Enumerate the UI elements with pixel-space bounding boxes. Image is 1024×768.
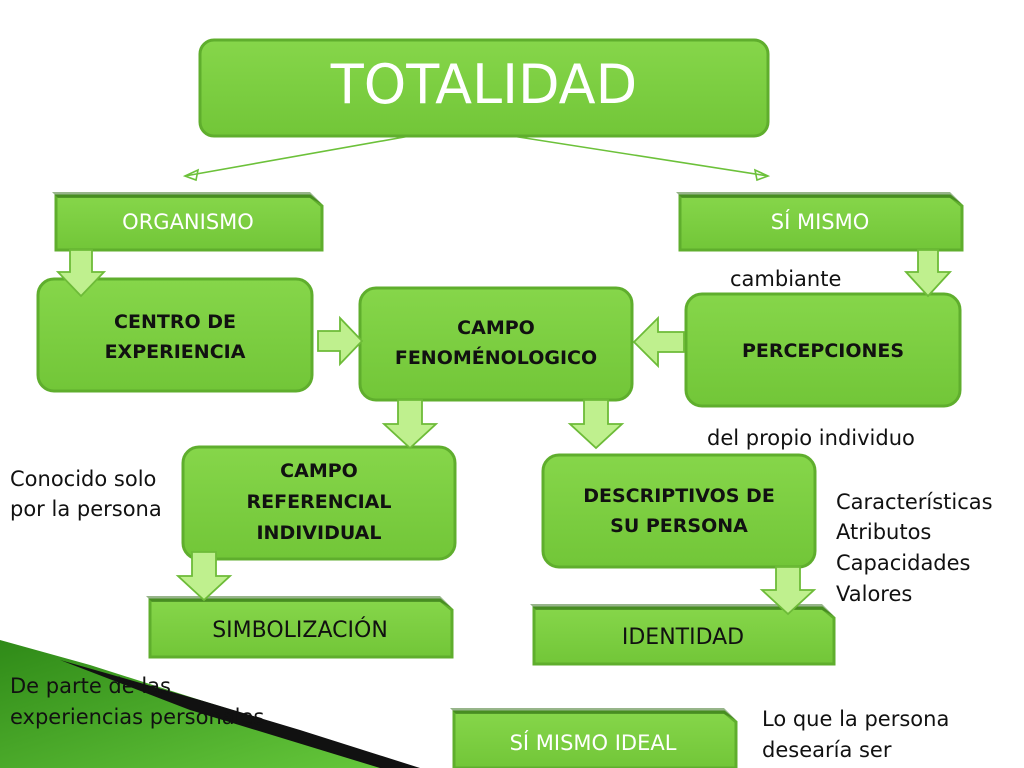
arrow-descriptivos-to-identidad <box>759 566 817 616</box>
note-del-propio-individuo: del propio individuo <box>707 426 915 450</box>
note-de-parte-1: De parte de las <box>10 674 171 698</box>
node-percepciones: PERCEPCIONES <box>684 292 962 408</box>
arrow-percepciones-to-campo-fen <box>632 315 685 369</box>
node-campo-ref-label-1: CAMPO <box>280 460 358 482</box>
note-cambiante: cambiante <box>730 267 841 291</box>
note-lo-que-1: Lo que la persona <box>762 707 949 731</box>
node-si-mismo-ideal: SÍ MISMO IDEAL <box>450 708 738 768</box>
node-si-mismo-ideal-label: SÍ MISMO IDEAL <box>510 730 677 755</box>
node-totalidad: TOTALIDAD <box>198 38 770 138</box>
connector-to-organismo <box>184 135 411 177</box>
node-campo-referencial-individual: CAMPO REFERENCIAL INDIVIDUAL <box>181 445 457 561</box>
node-organismo: ORGANISMO <box>52 192 324 252</box>
node-campo-fen-label-1: CAMPO <box>457 317 535 339</box>
note-lo-que-2: desearía ser <box>762 738 892 762</box>
node-si-mismo-label: SÍ MISMO <box>771 209 870 234</box>
node-centro-de-experiencia: CENTRO DE EXPERIENCIA <box>36 277 314 393</box>
node-descriptivos-de-su-persona: DESCRIPTIVOS DE SU PERSONA <box>541 453 817 569</box>
node-campo-ref-label-2: REFERENCIAL <box>247 491 392 513</box>
node-campo-fen-label-2: FENOMÉNOLOGICO <box>395 346 597 369</box>
node-percepciones-label: PERCEPCIONES <box>742 340 904 362</box>
node-identidad: IDENTIDAD <box>530 604 836 666</box>
node-totalidad-label: TOTALIDAD <box>330 53 637 116</box>
connector-head-organismo <box>182 168 200 182</box>
note-atributos: Atributos <box>836 520 931 544</box>
node-descriptivos-label-2: SU PERSONA <box>610 515 748 537</box>
arrow-campo-fen-to-descriptivos <box>567 399 625 450</box>
note-conocido-2: por la persona <box>10 497 162 521</box>
node-campo-fenomenologico: CAMPO FENOMÉNOLOGICO <box>358 286 634 402</box>
node-si-mismo: SÍ MISMO <box>676 192 964 252</box>
node-centro-label-2: EXPERIENCIA <box>105 341 246 363</box>
arrow-campo-ref-to-simbolizacion <box>175 551 233 602</box>
connector-to-si-mismo <box>511 135 769 177</box>
node-identidad-label: IDENTIDAD <box>622 625 744 650</box>
note-caracteristicas: Características <box>836 490 993 514</box>
note-de-parte-2: experiencias personales <box>10 705 264 729</box>
corner-decoration <box>0 640 420 768</box>
connector-head-si-mismo <box>753 168 771 182</box>
node-organismo-label: ORGANISMO <box>122 210 254 234</box>
arrow-organismo-to-centro <box>55 249 107 298</box>
node-simbolizacion-label: SIMBOLIZACIÓN <box>212 617 388 643</box>
node-descriptivos-label-1: DESCRIPTIVOS DE <box>583 485 775 507</box>
node-campo-ref-label-3: INDIVIDUAL <box>256 522 381 544</box>
arrow-campo-fen-to-campo-ref <box>381 399 439 450</box>
note-capacidades: Capacidades <box>836 551 971 575</box>
note-conocido-1: Conocido solo <box>10 467 156 491</box>
arrow-centro-to-campo-fen <box>317 315 364 367</box>
node-centro-label-1: CENTRO DE <box>114 311 236 333</box>
arrow-si-mismo-to-percepciones <box>903 249 953 298</box>
node-simbolizacion: SIMBOLIZACIÓN <box>146 596 454 659</box>
note-valores: Valores <box>836 582 912 606</box>
